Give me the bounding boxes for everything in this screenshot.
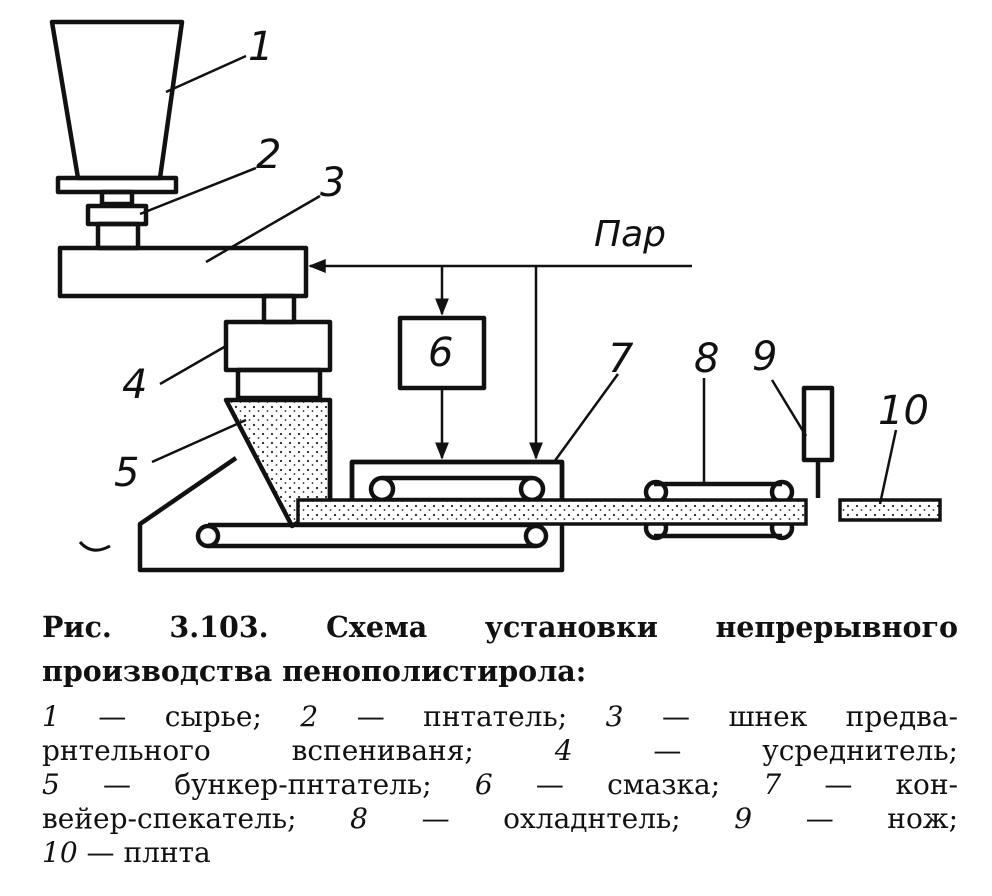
leader-lines: [139, 54, 898, 505]
legend-num: 3: [605, 700, 624, 733]
legend-text: — кон-: [781, 768, 958, 801]
legend-num: 7: [763, 768, 782, 801]
margin-mark: [78, 540, 111, 552]
legend-num: 4: [554, 734, 573, 767]
legend-num: 2: [300, 700, 319, 733]
finished-board: [838, 498, 942, 522]
label-2: 2: [256, 132, 281, 178]
label-5: 5: [114, 450, 139, 496]
legend-line: рнтельного вспениваня; 4 — усреднитель;: [42, 734, 958, 768]
legend-num: 9: [734, 802, 753, 835]
legend-line: 5 — бункер-пнтатель; 6 — смазка; 7 — кон…: [42, 768, 958, 802]
installation-diagram: 1 2 3 4 5 6 7 8 9 10 Пар: [49, 19, 942, 573]
label-1: 1: [248, 24, 273, 70]
label-7: 7: [608, 336, 634, 382]
legend-line: 1 — сырье; 2 — пнтатель; 3 — шнек предва…: [42, 700, 958, 734]
label-6: 6: [428, 330, 453, 376]
label-10: 10: [878, 388, 929, 434]
legend-num: 5: [42, 768, 60, 801]
steam-lines: [308, 259, 692, 460]
label-4: 4: [122, 362, 147, 408]
connector-tube: [261, 293, 297, 325]
legend-num: 8: [350, 802, 368, 835]
caption-title-line-1: Рис. 3.103. Схема установки непрерывного: [42, 610, 958, 644]
legend-line: вейер-спекатель; 8 — охладнтель; 9 — нож…: [42, 802, 958, 836]
legend-text: — усреднитель;: [572, 734, 958, 767]
legend-text: — бункер-пнтатель;: [59, 768, 475, 801]
lower-conveyor: [195, 522, 549, 549]
caption-legend: 1 — сырье; 2 — пнтатель; 3 — шнек предва…: [42, 700, 958, 870]
legend-text: — смазка;: [492, 768, 764, 801]
legend-text: — пнтатель;: [318, 700, 606, 733]
legend-num: 6: [474, 768, 493, 801]
feeder: [85, 189, 149, 251]
foam-strip: [296, 498, 808, 526]
legend-line: 10 — плнта: [42, 836, 958, 870]
figure-caption: Рис. 3.103. Схема установки непрерывного…: [42, 610, 958, 870]
legend-num: 1: [42, 700, 60, 733]
legend-text: — нож;: [752, 802, 958, 835]
legend-text: — шнек предва-: [623, 700, 958, 733]
pre-expansion-screw: [57, 245, 309, 299]
label-steam: Пар: [594, 214, 666, 255]
legend-text: — охладнтель;: [368, 802, 735, 835]
legend-text: вейер-спекатель;: [42, 802, 351, 835]
raw-material-hopper: [49, 19, 185, 195]
legend-text: — сырье;: [59, 700, 301, 733]
label-3: 3: [320, 160, 345, 206]
homogenizer: [223, 319, 333, 401]
label-9: 9: [752, 334, 777, 380]
legend-num: 10: [42, 836, 78, 869]
label-8: 8: [694, 336, 719, 382]
legend-text: рнтельного вспениваня;: [42, 734, 555, 767]
knife: [801, 385, 835, 498]
legend-text: — плнта: [77, 836, 211, 869]
caption-title-line-2: производства пенополистирола:: [42, 654, 587, 688]
